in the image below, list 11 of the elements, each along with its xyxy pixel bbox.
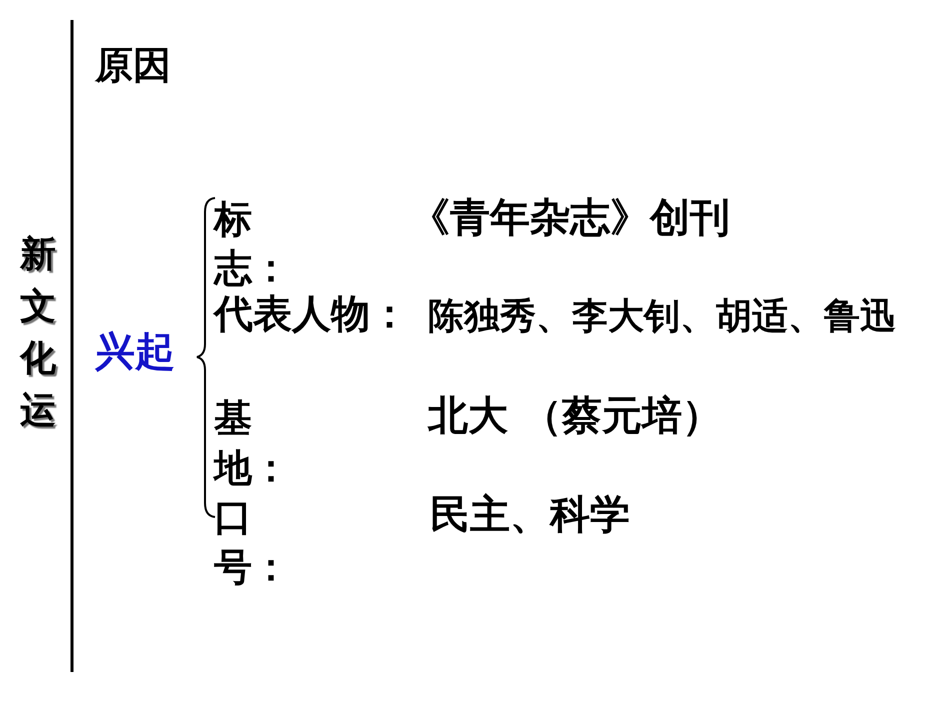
vertical-heading: 新文化运 — [20, 232, 56, 433]
item-label: 代表人物： — [214, 293, 409, 338]
item-text: 陈独秀、李大钊、胡适、鲁迅 — [428, 296, 896, 338]
item-text: 《青年杂志》创刊 — [410, 195, 730, 241]
item-label: 基地： — [214, 395, 290, 492]
section-heading: 原因 — [95, 44, 171, 88]
item-text: 民主、科学 — [430, 492, 630, 538]
item-label: 标志： — [214, 196, 290, 292]
item-text: 北大 （蔡元培） — [428, 393, 722, 439]
section-heading: 兴起 — [95, 329, 175, 375]
item-label: 口号： — [214, 494, 290, 591]
